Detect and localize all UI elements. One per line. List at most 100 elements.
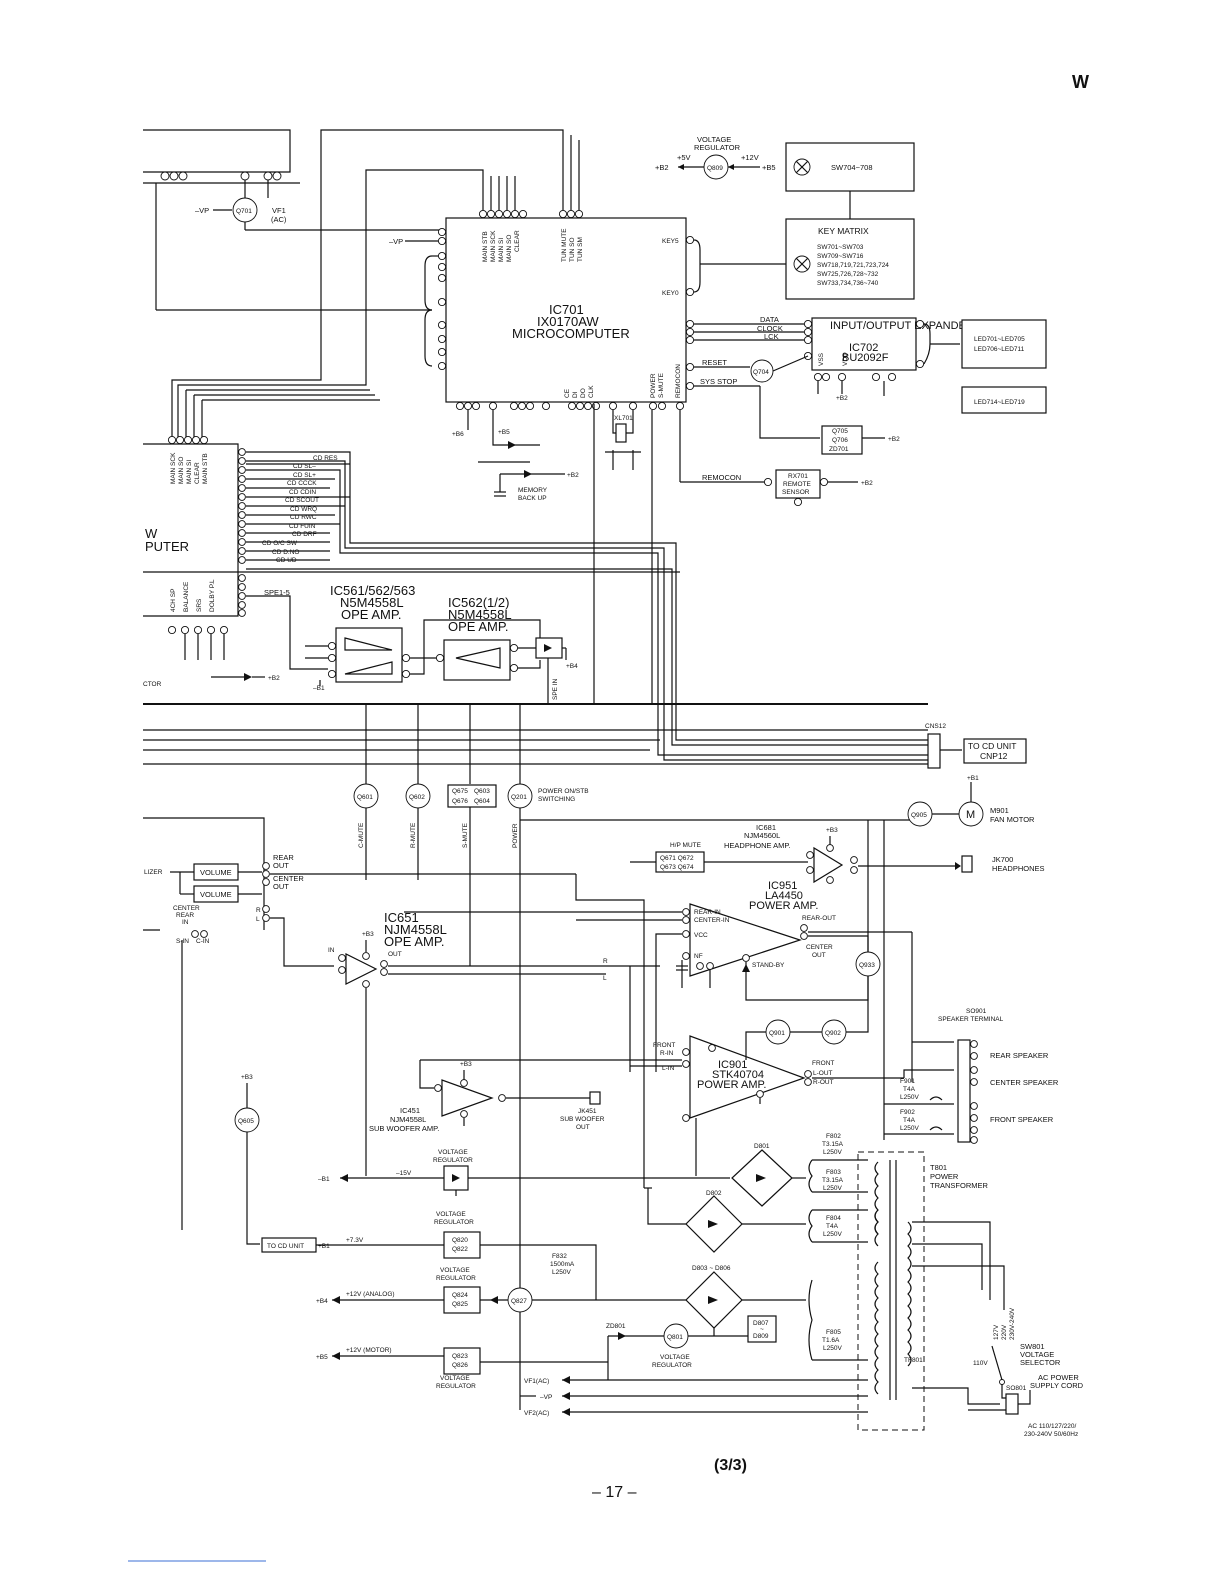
- svg-text:INPUT/OUTPUT EXPANDER: INPUT/OUTPUT EXPANDER: [830, 320, 974, 332]
- svg-text:VOLUME: VOLUME: [200, 890, 232, 899]
- q705-block: Q705 Q706 ZD701 +B2: [821, 425, 900, 455]
- speaker-terminal: SO901 SPEAKER TERMINAL REAR SPEAKER CENT…: [884, 1008, 1059, 1144]
- svg-text:L250V: L250V: [823, 1149, 842, 1156]
- svg-text:POWER AMP.: POWER AMP.: [749, 900, 818, 912]
- svg-text:Q905: Q905: [911, 812, 927, 819]
- svg-text:F803: F803: [826, 1169, 841, 1176]
- svg-text:+B5: +B5: [316, 1354, 328, 1361]
- svg-text:+B3: +B3: [460, 1061, 472, 1068]
- svg-text:AC POWER: AC POWER: [1038, 1373, 1079, 1382]
- svg-text:Q705: Q705: [832, 428, 848, 435]
- svg-text:OUT: OUT: [812, 952, 826, 959]
- svg-text:L-IN: L-IN: [662, 1065, 675, 1072]
- svg-text:TRANSFORMER: TRANSFORMER: [930, 1181, 989, 1190]
- svg-text:VOLTAGE: VOLTAGE: [438, 1149, 468, 1156]
- svg-text:DO: DO: [580, 388, 587, 398]
- svg-text:M: M: [966, 809, 975, 821]
- svg-text:DATA: DATA: [760, 315, 779, 324]
- svg-text:+B3: +B3: [362, 931, 374, 938]
- svg-text:CENTER: CENTER: [273, 874, 304, 883]
- svg-text:C-MUTE: C-MUTE: [358, 822, 365, 848]
- svg-text:L: L: [603, 975, 607, 982]
- svg-text:Q201: Q201: [511, 794, 527, 801]
- svg-text:+B5: +B5: [762, 163, 776, 172]
- svg-text:F832: F832: [552, 1253, 567, 1260]
- svg-text:SO901: SO901: [966, 1008, 987, 1015]
- svg-text:+B3: +B3: [826, 827, 838, 834]
- svg-text:Q706: Q706: [832, 437, 848, 444]
- svg-text:M901: M901: [990, 806, 1009, 815]
- svg-text:JK451: JK451: [578, 1108, 597, 1115]
- svg-text:Q701: Q701: [236, 208, 252, 215]
- svg-text:IC562(1/2): IC562(1/2): [448, 595, 509, 610]
- svg-text:MAIN SO: MAIN SO: [506, 235, 513, 262]
- svg-text:IC701: IC701: [549, 302, 584, 317]
- svg-text:REMOCON: REMOCON: [675, 364, 682, 398]
- svg-text:Q933: Q933: [859, 962, 875, 969]
- svg-text:CENTER SPEAKER: CENTER SPEAKER: [990, 1078, 1059, 1087]
- svg-text:MAIN SCK: MAIN SCK: [170, 452, 177, 484]
- svg-text:TF801: TF801: [904, 1357, 923, 1364]
- q809-voltage-regulator: VOLTAGE REGULATOR +5V +12V Q809 +B2 +B5: [655, 135, 776, 180]
- svg-text:BU2092F: BU2092F: [842, 352, 889, 364]
- svg-text:CD DRF: CD DRF: [292, 531, 317, 538]
- svg-text:REGULATOR: REGULATOR: [433, 1157, 473, 1164]
- svg-text:REAR SPEAKER: REAR SPEAKER: [990, 1051, 1049, 1060]
- svg-text:L250V: L250V: [552, 1269, 571, 1276]
- svg-text:SUB WOOFER AMP.: SUB WOOFER AMP.: [369, 1124, 439, 1133]
- svg-text:Q602: Q602: [409, 794, 425, 801]
- svg-text:T4A: T4A: [826, 1223, 839, 1230]
- svg-text:CD RWC: CD RWC: [290, 514, 317, 521]
- svg-text:Q901: Q901: [769, 1030, 785, 1037]
- minus15v-regulator: VOLTAGE REGULATOR –B1 –15V: [318, 1149, 730, 1196]
- svg-text:BALANCE: BALANCE: [183, 581, 190, 612]
- bottom-supplies: TO CD UNIT +B1 +7.3V VOLTAGE REGULATOR Q…: [261, 1211, 868, 1417]
- svg-text:~: ~: [760, 1326, 764, 1333]
- svg-text:KEY0: KEY0: [662, 290, 679, 297]
- svg-text:IC901: IC901: [718, 1059, 747, 1071]
- svg-text:OUT: OUT: [273, 861, 289, 870]
- svg-text:OPE AMP.: OPE AMP.: [384, 934, 444, 949]
- svg-text:L-OUT: L-OUT: [813, 1070, 833, 1077]
- svg-text:POWER AMP.: POWER AMP.: [697, 1079, 766, 1091]
- svg-text:SYS STOP: SYS STOP: [700, 377, 737, 386]
- svg-text:Q826: Q826: [452, 1362, 468, 1369]
- svg-text:+B1: +B1: [967, 775, 979, 782]
- svg-text:F901: F901: [900, 1078, 915, 1085]
- svg-text:Q820: Q820: [452, 1237, 468, 1244]
- svg-text:REGULATOR: REGULATOR: [434, 1219, 474, 1226]
- svg-text:Q601: Q601: [357, 794, 373, 801]
- svg-text:S-IN: S-IN: [176, 938, 189, 945]
- svg-text:110V: 110V: [973, 1360, 988, 1367]
- svg-text:CD FUIN: CD FUIN: [289, 523, 316, 530]
- svg-text:POWER: POWER: [930, 1172, 959, 1181]
- svg-text:CTOR: CTOR: [143, 681, 162, 688]
- svg-text:Q827: Q827: [511, 1298, 527, 1305]
- svg-text:+B2: +B2: [655, 163, 669, 172]
- svg-text:CNP12: CNP12: [980, 751, 1008, 761]
- svg-text:CENTER: CENTER: [806, 944, 833, 951]
- svg-text:STAND-BY: STAND-BY: [752, 962, 785, 969]
- svg-text:REAR: REAR: [176, 912, 194, 919]
- cd-bus-lines: CD RES CD SL– CD SL+ CD CCCK CD CDIN CD …: [238, 448, 928, 761]
- mute-transistors: Q601 Q602 Q675 Q603 Q676 Q604 Q201 POWER…: [353, 704, 589, 1410]
- svg-text:FRONT: FRONT: [812, 1060, 834, 1067]
- svg-text:TUN SO: TUN SO: [569, 237, 576, 262]
- main-bus: CNS12 TO CD UNIT CNP12: [143, 404, 1027, 769]
- svg-text:VCC: VCC: [694, 932, 708, 939]
- svg-text:VOLTAGE: VOLTAGE: [440, 1375, 470, 1382]
- svg-text:L250V: L250V: [823, 1231, 842, 1238]
- ic701-microcomputer: IC701 IX0170AW MICROCOMPUTER MAIN STB MA…: [389, 209, 695, 411]
- ic681-headphone-amp: H/P MUTE Q671 Q672 Q673 Q674 IC681 NJM45…: [630, 823, 1045, 884]
- svg-text:+B2: +B2: [836, 395, 848, 402]
- svg-text:SWITCHING: SWITCHING: [538, 796, 575, 803]
- svg-text:L: L: [256, 916, 260, 923]
- svg-text:127V: 127V: [993, 1324, 1000, 1340]
- svg-text:Q801: Q801: [667, 1334, 683, 1341]
- key-matrix-block: KEY MATRIX SW701~SW703 SW709~SW716 SW718…: [693, 191, 915, 300]
- svg-text:R: R: [603, 958, 608, 965]
- svg-text:CD SL+: CD SL+: [293, 472, 316, 479]
- svg-text:DI: DI: [572, 391, 579, 398]
- svg-text:L250V: L250V: [823, 1345, 842, 1352]
